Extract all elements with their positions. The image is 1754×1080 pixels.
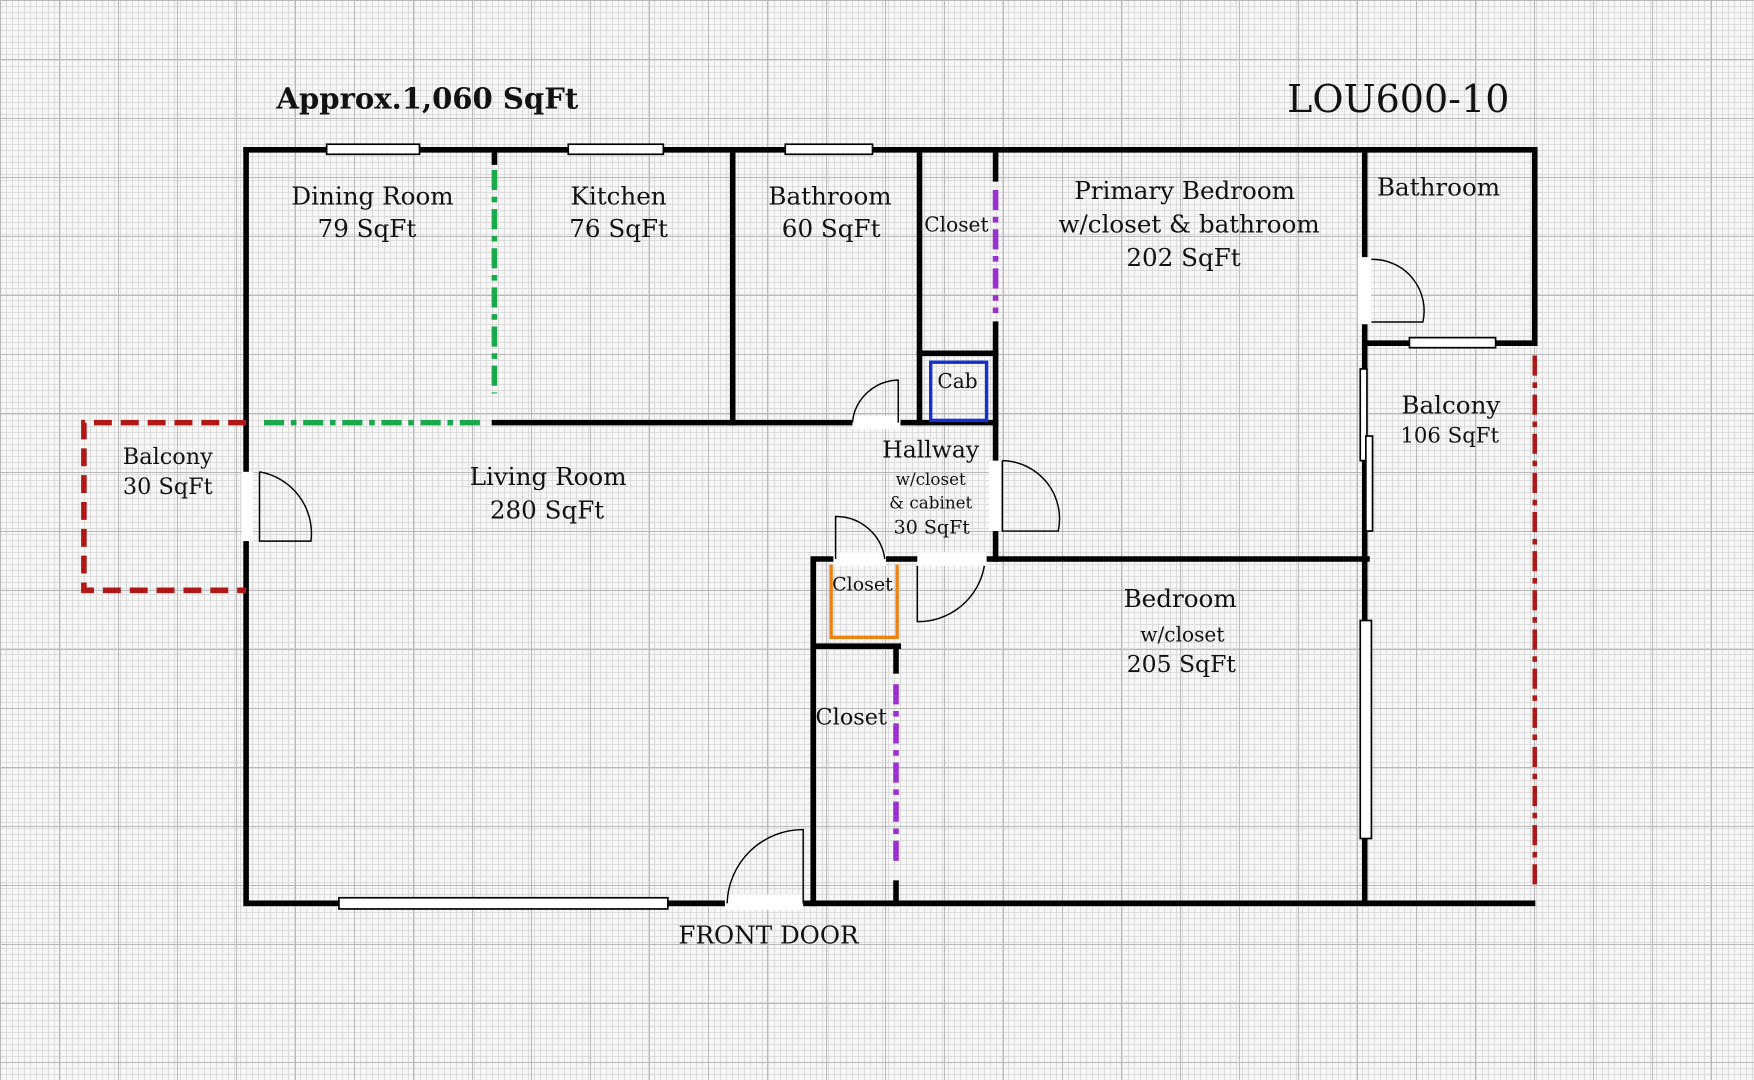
bedroom-name: Bedroom bbox=[1124, 584, 1237, 613]
primary-area: 202 SqFt bbox=[1126, 243, 1240, 272]
primary-bath-name: Bathroom bbox=[1377, 173, 1500, 202]
doors bbox=[241, 257, 1425, 911]
open-dividers bbox=[81, 169, 1537, 889]
primary-name: Primary Bedroom bbox=[1074, 176, 1295, 205]
bathroom-area: 60 SqFt bbox=[782, 214, 881, 243]
living-name: Living Room bbox=[470, 462, 627, 491]
primary-detail: w/closet & bathroom bbox=[1058, 210, 1319, 239]
front-door-label: FRONT DOOR bbox=[678, 921, 860, 950]
living-area: 280 SqFt bbox=[490, 496, 604, 525]
unit-id: LOU600-10 bbox=[1287, 77, 1509, 121]
dining-name: Dining Room bbox=[291, 182, 453, 211]
kitchen-area: 76 SqFt bbox=[569, 214, 668, 243]
hallway-detail-2: & cabinet bbox=[889, 493, 972, 513]
hallway-detail-1: w/closet bbox=[896, 469, 966, 489]
kitchen-name: Kitchen bbox=[571, 182, 667, 211]
balcony-left-name: Balcony bbox=[123, 444, 213, 470]
cab-name: Cab bbox=[937, 369, 977, 393]
closet-lower-name: Closet bbox=[816, 704, 887, 730]
hallway-area: 30 SqFt bbox=[894, 516, 971, 538]
labels: Approx.1,060 SqFt LOU600-10 Dining Room … bbox=[123, 77, 1510, 950]
dining-area: 79 SqFt bbox=[318, 214, 417, 243]
balcony-right-name: Balcony bbox=[1401, 391, 1500, 420]
hallway-name: Hallway bbox=[882, 435, 980, 463]
bedroom-detail: w/closet bbox=[1140, 623, 1224, 647]
balcony-right-area: 106 SqFt bbox=[1400, 424, 1499, 449]
bedroom-area: 205 SqFt bbox=[1127, 650, 1237, 678]
balcony-left-area: 30 SqFt bbox=[123, 474, 213, 500]
windows bbox=[325, 143, 1497, 910]
bathroom-name: Bathroom bbox=[768, 182, 891, 211]
walls bbox=[243, 147, 1538, 907]
closet-top-name: Closet bbox=[924, 212, 988, 236]
total-area: Approx.1,060 SqFt bbox=[275, 81, 578, 115]
closet-small-name: Closet bbox=[832, 573, 893, 595]
